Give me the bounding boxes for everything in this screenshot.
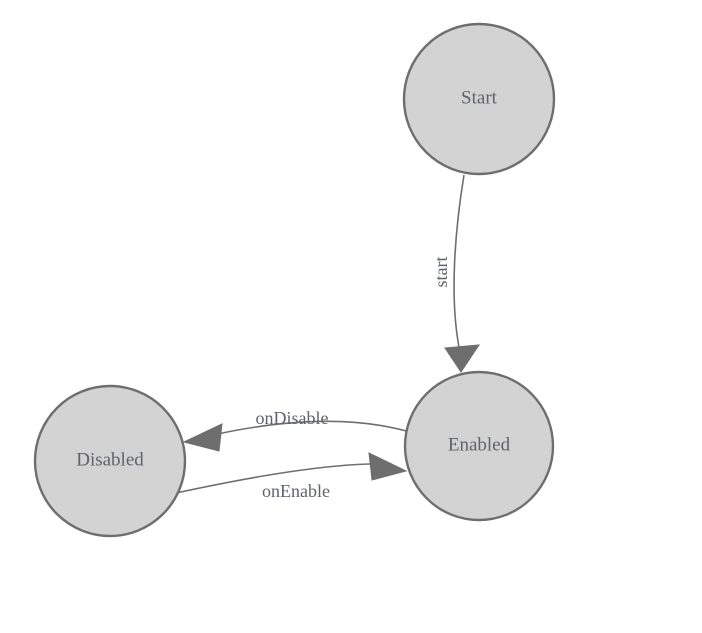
edge-label-ondisable: onDisable xyxy=(256,408,329,428)
edge-enabled-to-disabled[interactable]: onDisable xyxy=(182,408,411,452)
state-node-start[interactable]: Start xyxy=(402,22,556,176)
edge-start-to-enabled-line xyxy=(453,174,465,353)
state-node-disabled-label: Disabled xyxy=(76,449,144,470)
arrowhead-into-enabled-top xyxy=(444,344,480,373)
arrowhead-into-disabled xyxy=(182,423,223,452)
arrowhead-into-enabled-left xyxy=(368,452,408,481)
state-node-enabled-circle xyxy=(403,370,555,522)
edge-label-onenable: onEnable xyxy=(262,481,330,501)
edge-enabled-to-disabled-line xyxy=(203,420,411,438)
state-node-start-circle xyxy=(402,22,556,176)
state-node-disabled[interactable]: Disabled xyxy=(33,384,187,538)
state-node-start-label: Start xyxy=(461,87,498,108)
state-node-disabled-circle xyxy=(33,384,187,538)
edge-label-start: start xyxy=(431,257,451,288)
edge-start-to-enabled[interactable]: start xyxy=(431,174,480,373)
edge-disabled-to-enabled-line xyxy=(175,463,372,494)
state-node-enabled-label: Enabled xyxy=(448,434,511,455)
state-node-enabled[interactable]: Enabled xyxy=(403,370,555,522)
edge-disabled-to-enabled[interactable]: onEnable xyxy=(175,452,408,501)
